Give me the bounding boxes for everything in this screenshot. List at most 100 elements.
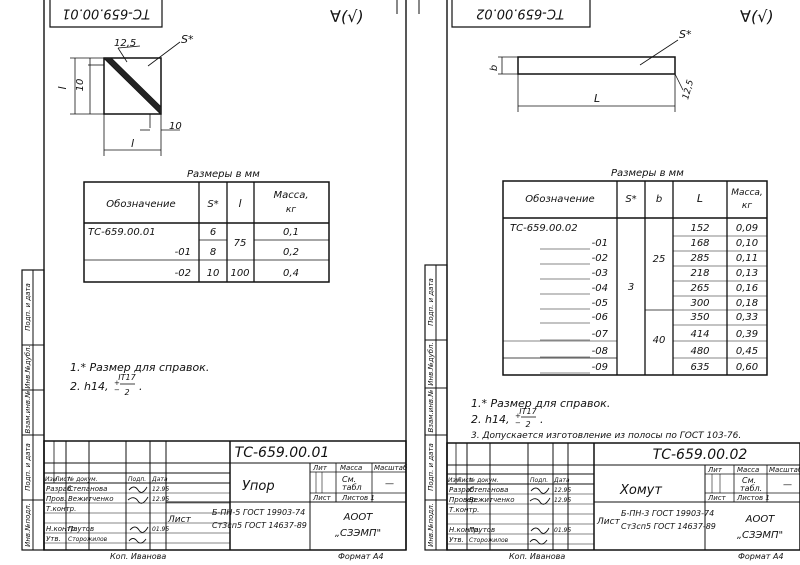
note-2: 2. h14, [70, 380, 108, 393]
role-label: Утв. [46, 535, 61, 543]
role-label: Разраб. [449, 486, 477, 494]
col-header: № докум. [468, 477, 499, 484]
tolerance-plus-minus: + [114, 379, 120, 387]
col-header: Подп. [530, 477, 548, 484]
th-l: l [238, 197, 241, 210]
table-cell-mass: 0,1 [283, 227, 299, 238]
table-cell-designation: -01 [592, 238, 608, 249]
table-cell-designation: -04 [592, 283, 608, 294]
title-doc-number: ТС-659.00.01 [235, 445, 330, 461]
mass-value: табл. [740, 484, 762, 493]
tolerance-top: IT17 [519, 407, 537, 416]
side-strip: Инв.№подл. Подп. и дата Взам.инв.№ Инв.№… [424, 264, 448, 551]
side-label: Подп. и дата [24, 283, 32, 331]
side-label: Инв.№дубл. [427, 342, 435, 385]
table-cell-designation: -03 [592, 268, 608, 279]
note-2: 2. h14, [471, 413, 509, 426]
col-header: Лист [456, 477, 473, 484]
person-name: Степанова [68, 485, 107, 493]
sizes-table: Обозначение S* b L Масса, кг 3 25 40 ТС-… [502, 180, 768, 376]
label-scale: Масштаб [374, 464, 408, 472]
col-header: Изм [45, 476, 58, 483]
scale-value: — [385, 479, 394, 489]
table-cell-mass: 0,13 [736, 268, 758, 279]
role-label: Т.контр. [46, 505, 76, 513]
dim-L: L [594, 92, 600, 105]
table-cell-mass: 0,39 [736, 329, 758, 340]
roughness-symbol: ∀(√) [330, 7, 364, 26]
col-header: № докум. [67, 476, 98, 483]
title-part-name: Упор [242, 479, 275, 494]
signature [128, 538, 147, 544]
material-label: Лист [167, 515, 192, 525]
side-label: Инв.№дубл. [24, 345, 32, 388]
role-label: Утв. [449, 536, 464, 544]
corner-stamp-text: ТС-659.00.02 [476, 6, 564, 21]
part-drawing: 12,5 S* l 10 10 l [56, 33, 194, 156]
material-line-2: Ст3сп5 ГОСТ 14637-89 [621, 522, 716, 531]
role-label: Т.контр. [449, 506, 479, 514]
th-mass-unit: кг [742, 201, 752, 211]
col-header: Изм [448, 477, 461, 484]
tolerance-bottom: 2 [525, 420, 530, 429]
tolerance-plus-minus: + [515, 412, 521, 420]
table-cell-b: 25 [653, 254, 666, 265]
sign-date: 01.95 [152, 526, 169, 533]
th-designation: Обозначение [106, 198, 175, 210]
sign-date: 12.95 [152, 486, 169, 493]
table-cell-L: 635 [690, 362, 709, 373]
signature [529, 497, 551, 505]
mass-value: См. [342, 475, 356, 484]
format-label: Формат А4 [338, 552, 384, 561]
label-mass: Масса [737, 466, 759, 474]
note-3: 3. Допускается изготовление из полосы по… [471, 431, 741, 441]
corner-stamp: ТС-659.00.01 [49, 0, 163, 28]
label-sheet: Лист [312, 494, 332, 502]
table-cell-mass: 0,18 [736, 298, 758, 309]
material-line-2: Ст3сп5 ГОСТ 14637-89 [212, 521, 307, 530]
table-cell-s: 10 [207, 268, 220, 279]
left-sheet: ТС-659.00.01 ∀(√) 12,5 S* l [21, 0, 408, 561]
part-drawing: S* b L 12,5 [489, 28, 696, 112]
copied-by: Коп. Иванова [110, 552, 166, 561]
sign-date: 01.95 [554, 527, 571, 534]
signature [128, 486, 148, 493]
dim-b: b [489, 65, 500, 71]
th-mass: Масса, [731, 188, 763, 198]
th-b: b [656, 194, 662, 205]
right-sheet: ТС-659.00.02 ∀(√) S* b L 12,5 Размеры в … [418, 0, 800, 561]
sizes-table: Обозначение S* l Масса, кг ТС-659.00.01 … [83, 181, 330, 283]
company-line-2: „СЗЭМП" [335, 528, 381, 539]
corner-stamp: ТС-659.00.02 [451, 0, 591, 28]
th-s: S* [207, 199, 218, 210]
tolerance-top: IT17 [118, 373, 136, 382]
sign-date: 12.95 [554, 497, 571, 504]
table-cell-s: 3 [628, 282, 634, 293]
person-name: Паутов [68, 525, 94, 533]
table-cell-designation: -05 [592, 298, 608, 309]
table-cell-mass: 0,33 [736, 312, 758, 323]
table-cell-designation: -02 [175, 268, 191, 279]
table-cell-L: 300 [690, 298, 709, 309]
material-line-1: Б-ПН-5 ГОСТ 19903-74 [212, 508, 305, 517]
label-lit: Лит [312, 464, 328, 472]
table-cell-l: 75 [234, 238, 247, 249]
table-cell-designation: -01 [175, 247, 191, 258]
th-mass-unit: кг [286, 205, 296, 215]
table-cell-designation: -02 [592, 253, 608, 264]
table-cell-designation: -06 [592, 312, 608, 323]
table-cell-mass: 0,16 [736, 283, 758, 294]
side-label: Подп. и дата [427, 443, 435, 491]
person-name: Сторожилов [68, 536, 108, 543]
sizes-caption: Размеры в мм [187, 169, 260, 180]
dim-ten-vertical: 10 [75, 79, 86, 92]
table-cell-L: 480 [690, 346, 709, 357]
notes: 1.* Размер для справок. 2. h14, + − IT17… [471, 397, 741, 441]
table-cell-L: 285 [690, 253, 709, 264]
label-lit: Лит [707, 466, 723, 474]
label-mass: Масса [340, 464, 362, 472]
signature [129, 526, 149, 533]
notes: 1.* Размер для справок. 2. h14, + − IT17… [70, 361, 209, 397]
copied-by: Коп. Иванова [509, 552, 565, 561]
